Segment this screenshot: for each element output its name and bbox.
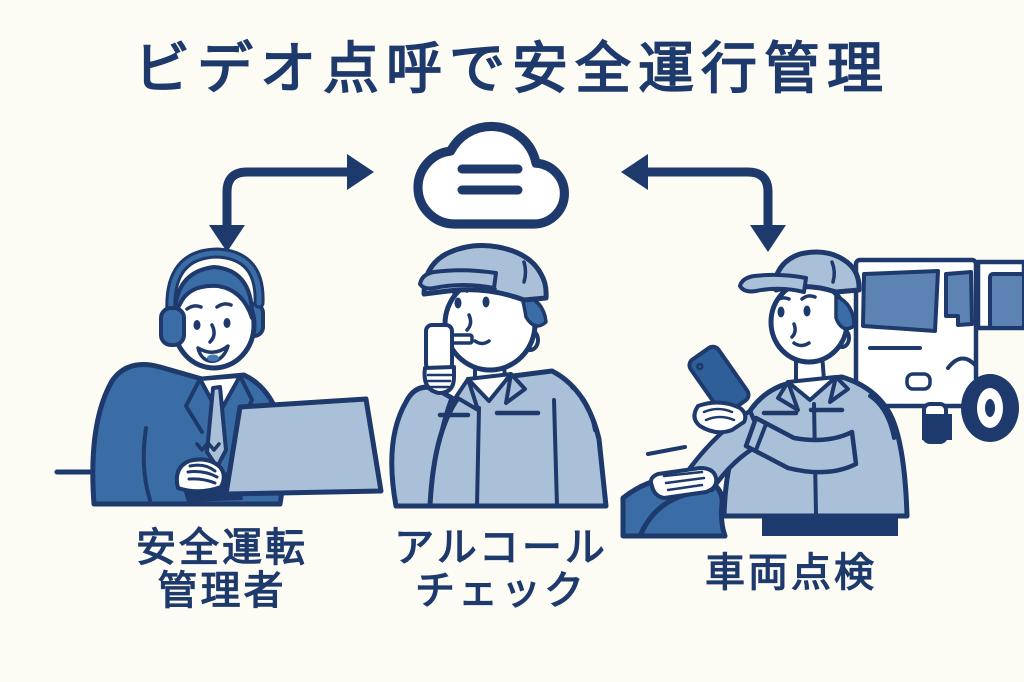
hand-on-vehicle	[648, 466, 719, 500]
collar-right	[828, 375, 850, 404]
door-handle	[905, 372, 932, 391]
collar-right	[504, 372, 527, 405]
caption-vehicle-inspection: 車両点検	[668, 550, 914, 596]
phone-camera-dot	[696, 362, 704, 371]
typing-motion-marks	[195, 442, 221, 452]
caption-line: アルコール	[394, 525, 608, 571]
truck	[853, 257, 1024, 444]
jacket-seams	[475, 398, 559, 508]
breathalyzer-device	[422, 323, 474, 395]
right-forearm	[743, 415, 859, 475]
chest-pocket-lines	[437, 410, 541, 418]
equals-lines	[457, 164, 523, 195]
door-window	[944, 270, 974, 327]
caption-line: チェック	[415, 568, 587, 615]
shoulder-seam	[868, 394, 896, 440]
arrowhead-left	[621, 154, 648, 190]
truck-wheel	[961, 374, 1019, 442]
fender-arc	[946, 356, 978, 370]
arrow-manager-cloud-icon	[209, 154, 374, 252]
typing-hand	[174, 442, 226, 494]
shoulder-seam	[570, 385, 597, 432]
collar-left	[454, 377, 480, 412]
open-mouth	[196, 344, 230, 363]
figure-safety-manager	[54, 247, 384, 507]
hand-holding-phone	[692, 400, 748, 435]
motion-dash	[646, 445, 687, 456]
cloud-sync-icon	[413, 121, 569, 229]
cap-brim	[738, 272, 808, 294]
cap-seam	[522, 260, 528, 284]
arrow-cloud-driver-icon	[621, 154, 786, 252]
cap-brim	[418, 268, 498, 291]
windshield	[861, 269, 940, 333]
arm-line	[141, 426, 152, 502]
cloud-outline	[413, 121, 569, 229]
shirt-v	[786, 375, 838, 402]
cargo-panel	[988, 272, 1024, 330]
hair	[172, 265, 255, 322]
caption-line: 管理者	[157, 568, 287, 615]
arrowhead-right	[347, 154, 374, 190]
figure-vehicle-inspection	[620, 249, 1024, 539]
caption-safety-manager: 安全運転 管理者	[90, 525, 354, 615]
figure-alcohol-check	[389, 243, 609, 509]
hair	[834, 294, 856, 331]
arrowhead-down	[209, 225, 245, 252]
face-features	[774, 294, 817, 348]
face-features	[452, 286, 497, 346]
caption-alcohol-check: アルコール チェック	[378, 525, 624, 615]
cap-seam	[830, 260, 837, 284]
lapel-left	[184, 377, 204, 434]
page-title: ビデオ点呼で安全運行管理	[134, 37, 890, 102]
laptop-lid	[223, 396, 384, 497]
mudflap	[922, 414, 952, 440]
collar-left	[776, 380, 800, 412]
arrowhead-down	[750, 225, 786, 252]
shirt-v	[466, 372, 513, 403]
caption-line: 安全運転	[136, 525, 308, 571]
headphone-cup-left	[159, 306, 186, 347]
caption-line: 車両点検	[705, 550, 877, 596]
face-features	[185, 302, 233, 363]
chest-pocket-lines	[761, 407, 845, 416]
